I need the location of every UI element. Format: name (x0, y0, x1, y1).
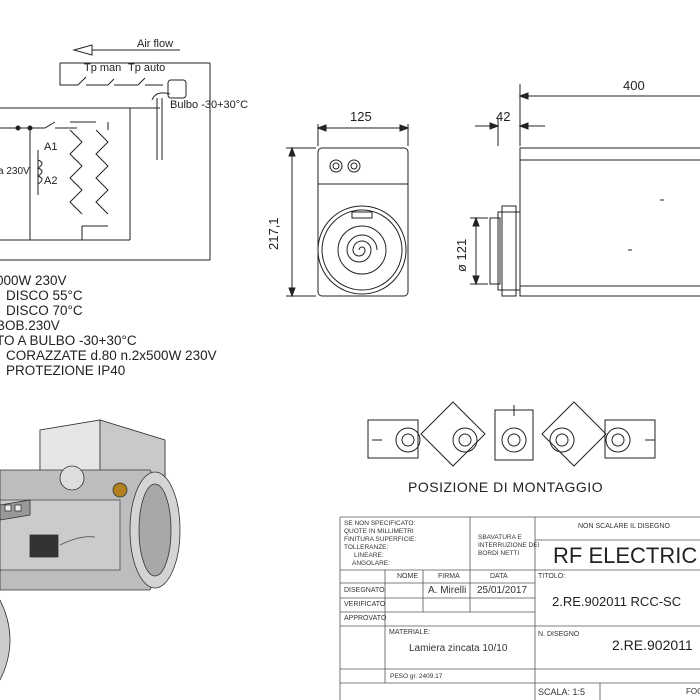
side-view (470, 84, 700, 297)
spec-line: 000W 230V (0, 273, 67, 288)
spec-line: DISCO 70°C (6, 303, 83, 318)
drawing-number: 2.RE.902011 (612, 637, 693, 653)
n-disegno-label: N. DISEGNO (538, 631, 580, 638)
isometric-view (0, 419, 181, 681)
spec-line: CORAZZATE d.80 n.2x500W 230V (6, 348, 217, 363)
dim-diameter: ø 121 (454, 239, 469, 272)
dim-front-width: 125 (350, 109, 372, 124)
titolo-label: TITOLO: (538, 573, 566, 580)
drawing-date: 25/01/2017 (477, 585, 528, 596)
material-value: Lamiera zincata 10/10 (409, 643, 508, 654)
general-notes: SE NON SPECIFICATO: QUOTE IN MILLIMETRI … (344, 520, 417, 567)
wiring-schematic (0, 44, 211, 261)
supply-label: a 230V (0, 166, 30, 177)
tp-auto-label: Tp auto (128, 62, 165, 74)
spec-line: PROTEZIONE IP40 (6, 363, 126, 378)
tp-man-label: Tp man (84, 62, 121, 74)
mounting-position-label: POSIZIONE DI MONTAGGIO (408, 479, 604, 495)
col-data: DATA (490, 573, 508, 580)
designer-name: A. Mirelli (428, 585, 467, 596)
finish-notes: SBAVATURA E INTERRUZIONE DEI BORDI NETTI (478, 534, 540, 557)
no-scale-note: NON SCALARE IL DISEGNO (578, 523, 670, 530)
mounting-positions (367, 401, 656, 467)
row-verificato: VERIFICATO (344, 601, 386, 608)
title-block-frame (339, 516, 700, 700)
col-firma: FIRMA (438, 573, 460, 580)
spec-line: BOB.230V (0, 318, 60, 333)
peso-value: PESO gr. 2409.17 (390, 673, 443, 680)
scala-value: SCALA: 1:5 (538, 687, 586, 697)
row-disegnato: DISEGNATO (344, 587, 385, 594)
row-approvato: APPROVATO (344, 615, 387, 622)
air-flow-label: Air flow (137, 38, 173, 50)
drawing-title: 2.RE.902011 RCC-SC (552, 594, 682, 609)
spec-line: DISCO 55°C (6, 288, 83, 303)
dim-front-height: 217,1 (266, 217, 281, 250)
foglio-label: FOG (686, 687, 700, 696)
dim-side-flange: 42 (496, 109, 510, 124)
materiale-label: MATERIALE: (389, 629, 431, 636)
col-nome: NOME (397, 573, 418, 580)
front-view (286, 124, 410, 298)
a1-label: A1 (44, 141, 57, 153)
company-name: RF ELECTRIC S (553, 543, 700, 568)
a2-label: A2 (44, 175, 57, 187)
spec-line: TO A BULBO -30+30°C (0, 333, 137, 348)
bulbo-label: Bulbo -30+30°C (170, 99, 248, 111)
dim-side-length: 400 (623, 78, 645, 93)
